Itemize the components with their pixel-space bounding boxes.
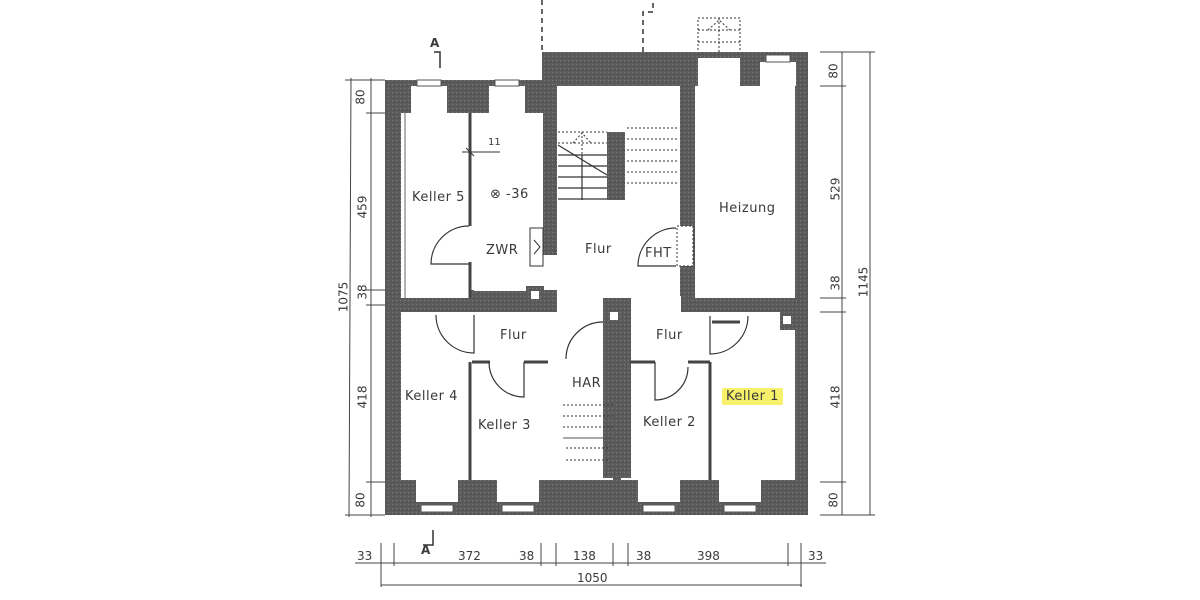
wall-thickness-marker <box>462 147 500 157</box>
wall-thickness-label: 11 <box>488 137 501 148</box>
room-label-flur-right: Flur <box>656 328 683 343</box>
dimension-lines-left <box>345 77 385 518</box>
dimension-lines-bottom <box>355 543 826 587</box>
dimension-lines-right <box>820 51 875 516</box>
windows-bottom <box>416 480 761 513</box>
room-label-zwr: ZWR <box>486 243 519 258</box>
dim-left-total: 1075 <box>336 281 351 313</box>
dim-right-80-bottom: 80 <box>826 492 841 508</box>
dim-bottom-138: 138 <box>573 549 596 563</box>
dim-left-418: 418 <box>355 385 370 409</box>
dim-left-38: 38 <box>355 284 370 300</box>
dim-bottom-33-left: 33 <box>357 549 373 563</box>
har-stair <box>563 404 613 461</box>
room-label-keller2: Keller 2 <box>643 415 696 430</box>
dim-bottom-372: 372 <box>458 549 481 563</box>
room-label-fht: FHT <box>645 246 672 261</box>
room-label-flur-upper: Flur <box>585 242 612 257</box>
dim-left-80-bottom: 80 <box>353 492 368 508</box>
room-label-flur-left: Flur <box>500 328 527 343</box>
dim-bottom-total: 1050 <box>577 571 608 585</box>
partitions <box>468 113 740 480</box>
dim-bottom-38-b: 38 <box>636 549 652 563</box>
room-voids <box>401 86 795 480</box>
dim-left-80-top: 80 <box>353 89 368 105</box>
room-label-keller1-highlighted: Keller 1 <box>722 388 783 405</box>
dim-left-459: 459 <box>355 195 370 219</box>
dashed-outline <box>541 0 654 52</box>
dim-right-total: 1145 <box>856 266 871 298</box>
fht-panel <box>676 225 694 267</box>
dim-right-529: 529 <box>828 177 843 201</box>
door-swings <box>430 225 749 401</box>
room-label-keller3: Keller 3 <box>478 418 531 433</box>
section-marker-top: A <box>430 36 440 50</box>
dim-right-38: 38 <box>828 275 843 291</box>
dim-bottom-398: 398 <box>697 549 720 563</box>
room-label-har: HAR <box>572 376 602 391</box>
dim-bottom-38-a: 38 <box>519 549 535 563</box>
dim-right-80-top: 80 <box>826 63 841 79</box>
main-stair <box>557 127 677 200</box>
room-label-keller4: Keller 4 <box>405 389 458 404</box>
windows-top <box>411 54 796 113</box>
dim-right-418: 418 <box>828 385 843 409</box>
room-label-keller5: Keller 5 <box>412 190 465 205</box>
dim-bottom-33-right: 33 <box>808 549 824 563</box>
room-label-heizung: Heizung <box>719 201 776 216</box>
section-marker-lines <box>423 51 441 546</box>
section-marker-bottom: A <box>421 543 431 557</box>
zwr-door-panel <box>529 227 544 267</box>
level-marker-label: ⊗ -36 <box>490 187 529 202</box>
